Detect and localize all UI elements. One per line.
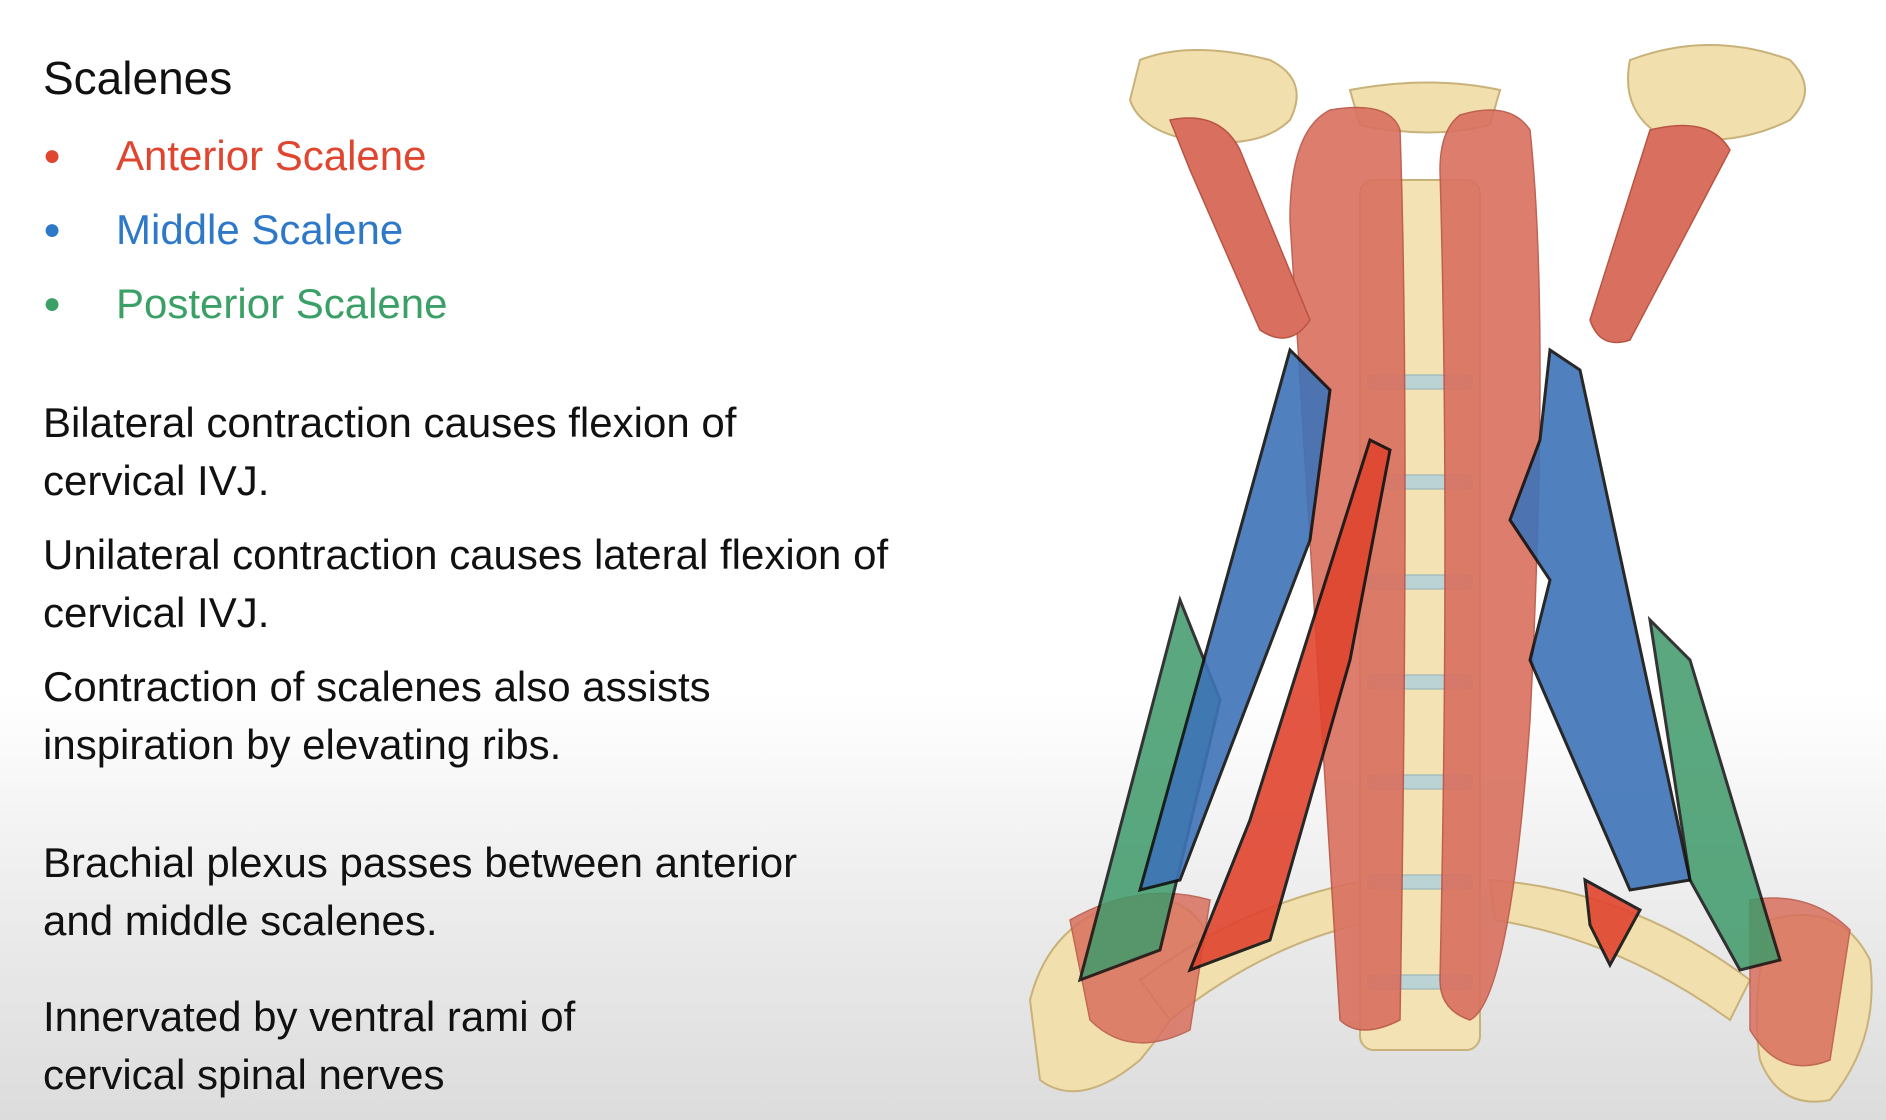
right-sternocleidomastoid (1589, 124, 1731, 344)
scalene-list: ● Anterior Scalene ● Middle Scalene ● Po… (43, 128, 448, 350)
slide-title: Scalenes (43, 52, 233, 104)
bullet-label: Posterior Scalene (116, 280, 448, 327)
bullet-dot-icon: ● (43, 287, 62, 320)
paragraph-innervation: Innervated by ventral rami of cervical s… (43, 993, 576, 1098)
paragraph-unilateral: Unilateral contraction causes lateral fl… (43, 531, 889, 636)
right-mastoid-bone (1627, 44, 1806, 141)
anterior-scalene-right (1583, 877, 1643, 969)
bullet-dot-icon: ● (43, 139, 62, 172)
posterior-scalene-right (1647, 615, 1782, 972)
anterior-scalene-left (1187, 437, 1392, 973)
bullet-posterior: ● Posterior Scalene (43, 276, 448, 350)
left-sternocleidomastoid (1168, 117, 1311, 339)
bullet-anterior: ● Anterior Scalene (43, 128, 448, 202)
paragraph-brachial-plexus: Brachial plexus passes between anterior … (43, 839, 798, 944)
right-longus-muscle (1439, 109, 1541, 1021)
right-rib (1488, 878, 1752, 1022)
paragraph-bilateral: Bilateral contraction causes flexion of … (43, 399, 737, 504)
bullet-label: Anterior Scalene (116, 132, 427, 179)
middle-scalene-right (1508, 347, 1692, 892)
middle-scalene-left (1137, 347, 1332, 893)
paragraph-inspiration: Contraction of scalenes also assists ins… (43, 663, 711, 768)
bullet-middle: ● Middle Scalene (43, 202, 448, 276)
bullet-dot-icon: ● (43, 213, 62, 246)
neck-muscles-illustration (1028, 44, 1873, 1103)
bullet-label: Middle Scalene (116, 206, 404, 253)
